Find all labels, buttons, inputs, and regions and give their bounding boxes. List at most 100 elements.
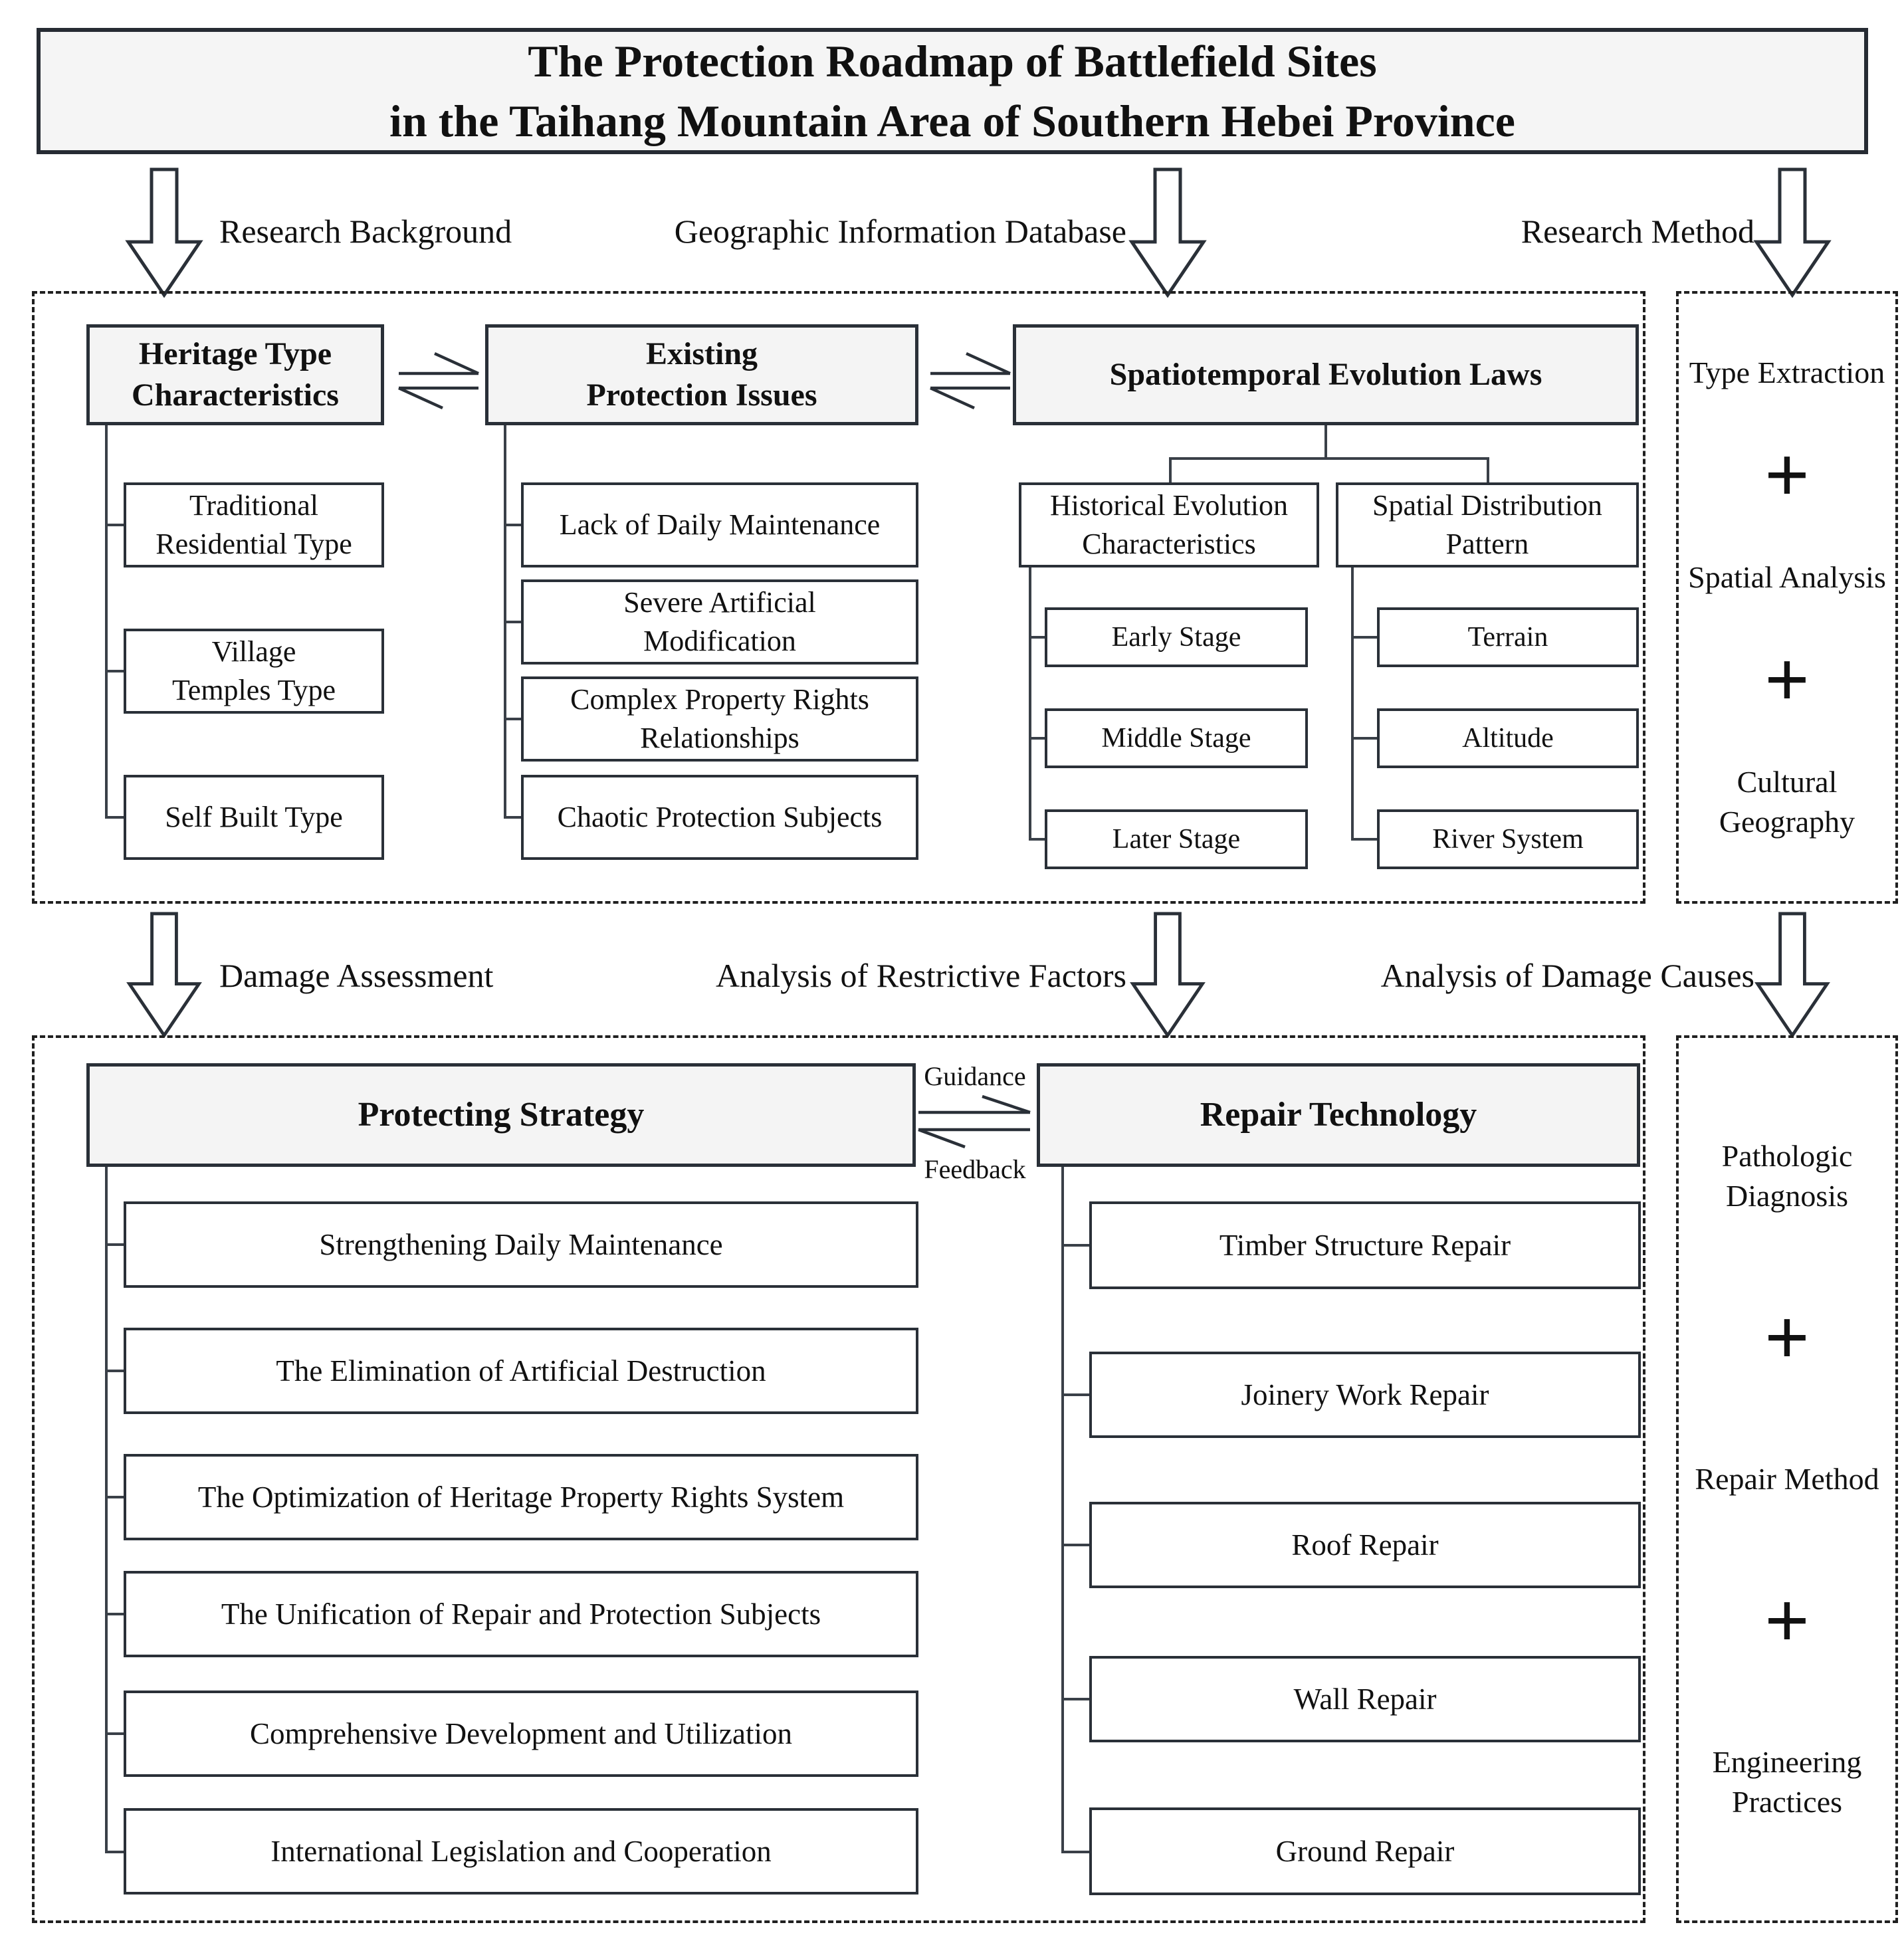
issue-item-chaotic-protection-subjects: Chaotic Protection Subjects: [521, 775, 918, 860]
connector: [105, 1732, 124, 1735]
pattern-item-river-system: River System: [1377, 809, 1639, 869]
header-line: Characteristics: [132, 377, 339, 413]
flow-label-research-background: Research Background: [219, 213, 512, 250]
strategy-item-strengthening-daily-maintenance: Strengthening Daily Maintenance: [124, 1201, 918, 1288]
box-line: Village: [211, 635, 296, 668]
connector: [1324, 425, 1327, 457]
connector: [1169, 457, 1172, 482]
box-line: Temples Type: [172, 674, 336, 706]
connector: [105, 524, 124, 526]
box-line: Early Stage: [1111, 622, 1241, 653]
strategy-item-international-legislation: International Legislation and Cooperatio…: [124, 1808, 918, 1895]
strategy-item-unification-repair-protection: The Unification of Repair and Protection…: [124, 1571, 918, 1657]
connector: [105, 670, 124, 672]
pattern-item-terrain: Terrain: [1377, 607, 1639, 667]
research-method-panel: Type Extraction + Spatial Analysis + Cul…: [1676, 291, 1898, 904]
box-line: Wall Repair: [1293, 1683, 1437, 1716]
box-line: Characteristics: [1082, 528, 1256, 560]
down-arrow-icon: [126, 912, 202, 1038]
box-line: International Legislation and Cooperatio…: [270, 1835, 772, 1868]
existing-protection-issues-header: Existing Protection Issues: [485, 324, 918, 425]
box-line: Spatial Distribution: [1372, 489, 1602, 522]
box-line: Lack of Daily Maintenance: [559, 508, 881, 541]
heritage-item-traditional-residential: Traditional Residential Type: [124, 482, 384, 567]
stage-item-later: Later Stage: [1045, 809, 1308, 869]
connector: [1061, 1698, 1089, 1700]
connector: [1487, 457, 1489, 482]
connector: [1351, 567, 1354, 838]
connector: [105, 1243, 124, 1246]
guidance-feedback-arrows-icon: [918, 1094, 1031, 1149]
connector: [1061, 1167, 1064, 1853]
header-line: Heritage Type: [138, 336, 332, 371]
connector: [1029, 737, 1045, 740]
header-line: Repair Technology: [1200, 1096, 1477, 1134]
connector: [1351, 838, 1377, 841]
box-line: Historical Evolution: [1049, 489, 1289, 522]
header-line: Existing: [645, 336, 758, 371]
down-arrow-icon: [125, 167, 203, 298]
box-line: Complex Property Rights: [570, 683, 869, 716]
connector: [1029, 567, 1031, 838]
connector: [504, 718, 521, 720]
connector: [504, 524, 521, 526]
double-harpoon-arrow-icon: [930, 352, 1011, 410]
connector: [1061, 1393, 1089, 1396]
box-line: The Elimination of Artificial Destructio…: [276, 1354, 766, 1387]
box-line: Pattern: [1445, 528, 1529, 560]
historical-evolution-characteristics-subheader: Historical Evolution Characteristics: [1019, 482, 1319, 567]
box-line: Residential Type: [156, 528, 352, 560]
strategy-repair-section-panel: [32, 1035, 1645, 1923]
connector: [105, 425, 108, 819]
method-item-pathologic-diagnosis: Pathologic Diagnosis: [1721, 1139, 1853, 1213]
spatiotemporal-evolution-laws-header: Spatiotemporal Evolution Laws: [1013, 324, 1639, 425]
repair-item-joinery-work: Joinery Work Repair: [1089, 1352, 1641, 1438]
stage-item-middle: Middle Stage: [1045, 708, 1308, 768]
down-arrow-icon: [1128, 167, 1207, 298]
heritage-item-village-temples: Village Temples Type: [124, 629, 384, 714]
down-arrow-icon: [1754, 912, 1830, 1038]
connector: [105, 816, 124, 819]
repair-item-timber-structure: Timber Structure Repair: [1089, 1201, 1641, 1289]
box-line: Middle Stage: [1101, 723, 1251, 754]
down-arrow-icon: [1753, 167, 1832, 298]
box-line: Modification: [643, 625, 796, 657]
box-line: Strengthening Daily Maintenance: [319, 1228, 723, 1261]
repair-method-panel: Pathologic Diagnosis + Repair Method + E…: [1676, 1035, 1898, 1923]
connector: [1029, 636, 1045, 639]
box-line: Comprehensive Development and Utilizatio…: [249, 1717, 793, 1750]
box-line: The Optimization of Heritage Property Ri…: [197, 1481, 845, 1514]
issue-item-lack-of-daily-maintenance: Lack of Daily Maintenance: [521, 482, 918, 567]
box-line: Terrain: [1467, 622, 1548, 653]
down-arrow-icon: [1130, 912, 1206, 1038]
heritage-item-self-built: Self Built Type: [124, 775, 384, 860]
strategy-item-comprehensive-development: Comprehensive Development and Utilizatio…: [124, 1691, 918, 1777]
connector: [105, 1167, 108, 1853]
flow-label-analysis-of-restrictive-factors: Analysis of Restrictive Factors: [716, 957, 1126, 994]
connector: [504, 621, 521, 623]
pattern-item-altitude: Altitude: [1377, 708, 1639, 768]
plus-icon: +: [1764, 431, 1810, 519]
connector: [1351, 636, 1377, 639]
box-line: Chaotic Protection Subjects: [557, 801, 883, 833]
plus-icon: +: [1764, 1293, 1810, 1382]
method-item-engineering-practices: Engineering Practices: [1712, 1745, 1862, 1819]
repair-item-roof: Roof Repair: [1089, 1502, 1641, 1588]
diagram-title: The Protection Roadmap of Battlefield Si…: [37, 28, 1868, 154]
title-line: in the Taihang Mountain Area of Southern…: [389, 96, 1515, 146]
heritage-type-characteristics-header: Heritage Type Characteristics: [86, 324, 384, 425]
connector: [1029, 838, 1045, 841]
connector: [105, 1370, 124, 1372]
protecting-strategy-header: Protecting Strategy: [86, 1063, 916, 1167]
box-line: Severe Artificial: [623, 586, 816, 619]
connector: [504, 816, 521, 819]
strategy-item-elimination-artificial-destruction: The Elimination of Artificial Destructio…: [124, 1328, 918, 1414]
flow-label-damage-assessment: Damage Assessment: [219, 957, 494, 994]
repair-item-wall: Wall Repair: [1089, 1656, 1641, 1742]
connector: [1351, 737, 1377, 740]
spatial-distribution-pattern-subheader: Spatial Distribution Pattern: [1336, 482, 1639, 567]
box-line: Joinery Work Repair: [1241, 1378, 1489, 1411]
header-line: Protection Issues: [586, 377, 817, 413]
repair-technology-header: Repair Technology: [1037, 1063, 1640, 1167]
connector: [1169, 457, 1488, 460]
